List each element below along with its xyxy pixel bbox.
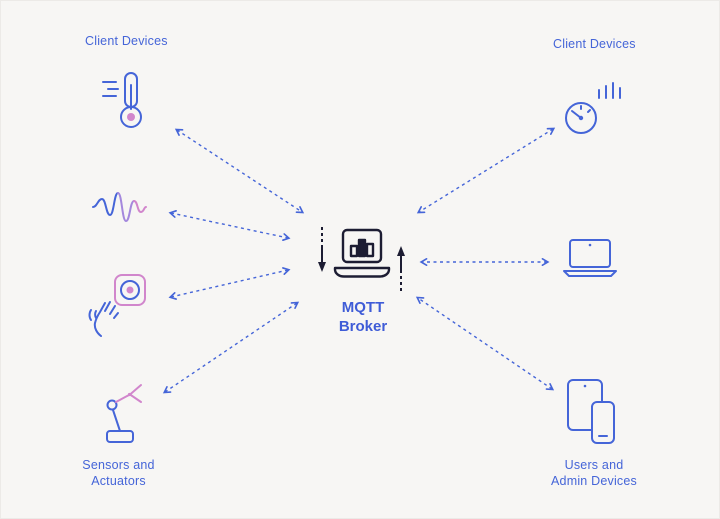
- laptop-icon: [561, 237, 619, 282]
- label-users-admin-devices: Users and Admin Devices: [551, 458, 637, 488]
- joystick-icon: [99, 383, 151, 450]
- label-client-devices-right: Client Devices: [553, 37, 636, 51]
- subscribe-arrow-icon: [397, 246, 405, 291]
- label-mqtt-broker: MQTT Broker: [338, 299, 388, 335]
- tablet-phone-icon: [564, 377, 618, 452]
- motion-sensor-icon: [87, 273, 147, 342]
- publish-arrow-icon: [318, 227, 326, 272]
- label-client-devices-left: Client Devices: [85, 34, 168, 48]
- label-sensors-actuators: Sensors and Actuators: [82, 458, 155, 488]
- broker-laptop-icon: [332, 227, 392, 286]
- gauge-icon: [561, 81, 623, 140]
- sound-wave-icon: [91, 187, 147, 232]
- thermometer-icon: [99, 69, 145, 138]
